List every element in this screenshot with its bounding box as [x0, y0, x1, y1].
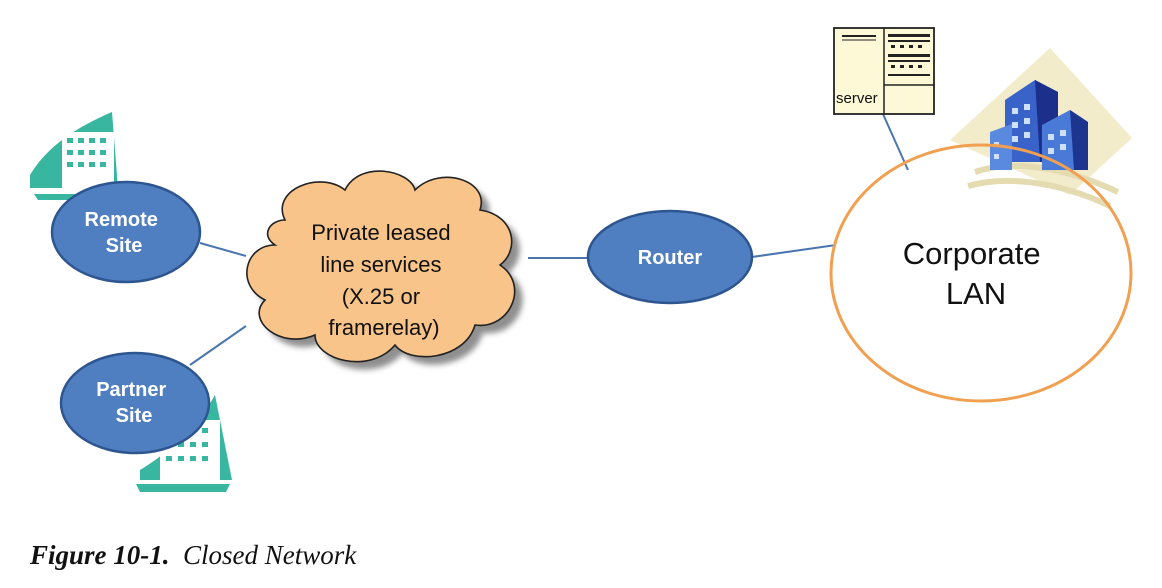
remote-site-label-line-2: Site: [106, 235, 143, 257]
figure-number: Figure 10-1.: [30, 540, 170, 570]
server-icon: server: [833, 27, 935, 115]
partner-site-node: Partner Site: [59, 351, 211, 455]
partner-site-label-line-2: Site: [116, 405, 153, 427]
svg-text:Corporate LAN: Corporate LAN: [903, 236, 1049, 311]
partner-site-label-line-1: Partner: [96, 379, 166, 401]
cloud-label-line-3: (X.25 or: [342, 284, 420, 309]
link-server-lan: [882, 113, 909, 171]
corporate-lan-node: Corporate LAN: [829, 143, 1133, 403]
private-leased-cloud: Private leased line services (X.25 or fr…: [246, 170, 523, 370]
corporate-building-icon: [950, 48, 1132, 209]
svg-text:Partner Site: Partner Site: [96, 379, 172, 427]
svg-text:Remote Site: Remote Site: [85, 209, 164, 257]
corporate-lan-label-line-1: Corporate: [903, 236, 1041, 271]
cloud-label-line-4: framerelay): [328, 315, 439, 340]
cloud-label-line-1: Private leased: [311, 220, 450, 245]
figure-title: Closed Network: [183, 540, 357, 570]
remote-site-label-line-1: Remote: [85, 209, 158, 231]
router-node: Router: [586, 209, 754, 305]
svg-text:Private leased line serv: Private leased line services (X.25 or fr…: [311, 220, 457, 340]
cloud-label-line-2: line services: [320, 252, 441, 277]
remote-site-node: Remote Site: [50, 180, 202, 284]
link-partner-cloud: [189, 325, 247, 366]
connections: [189, 113, 909, 366]
link-router-lan: [751, 244, 837, 258]
server-label: server: [836, 90, 878, 107]
corporate-lan-label-line-2: LAN: [946, 276, 1006, 311]
router-label: Router: [638, 247, 703, 269]
figure-caption: Figure 10-1. Closed Network: [30, 540, 356, 571]
link-remote-cloud: [199, 242, 247, 257]
